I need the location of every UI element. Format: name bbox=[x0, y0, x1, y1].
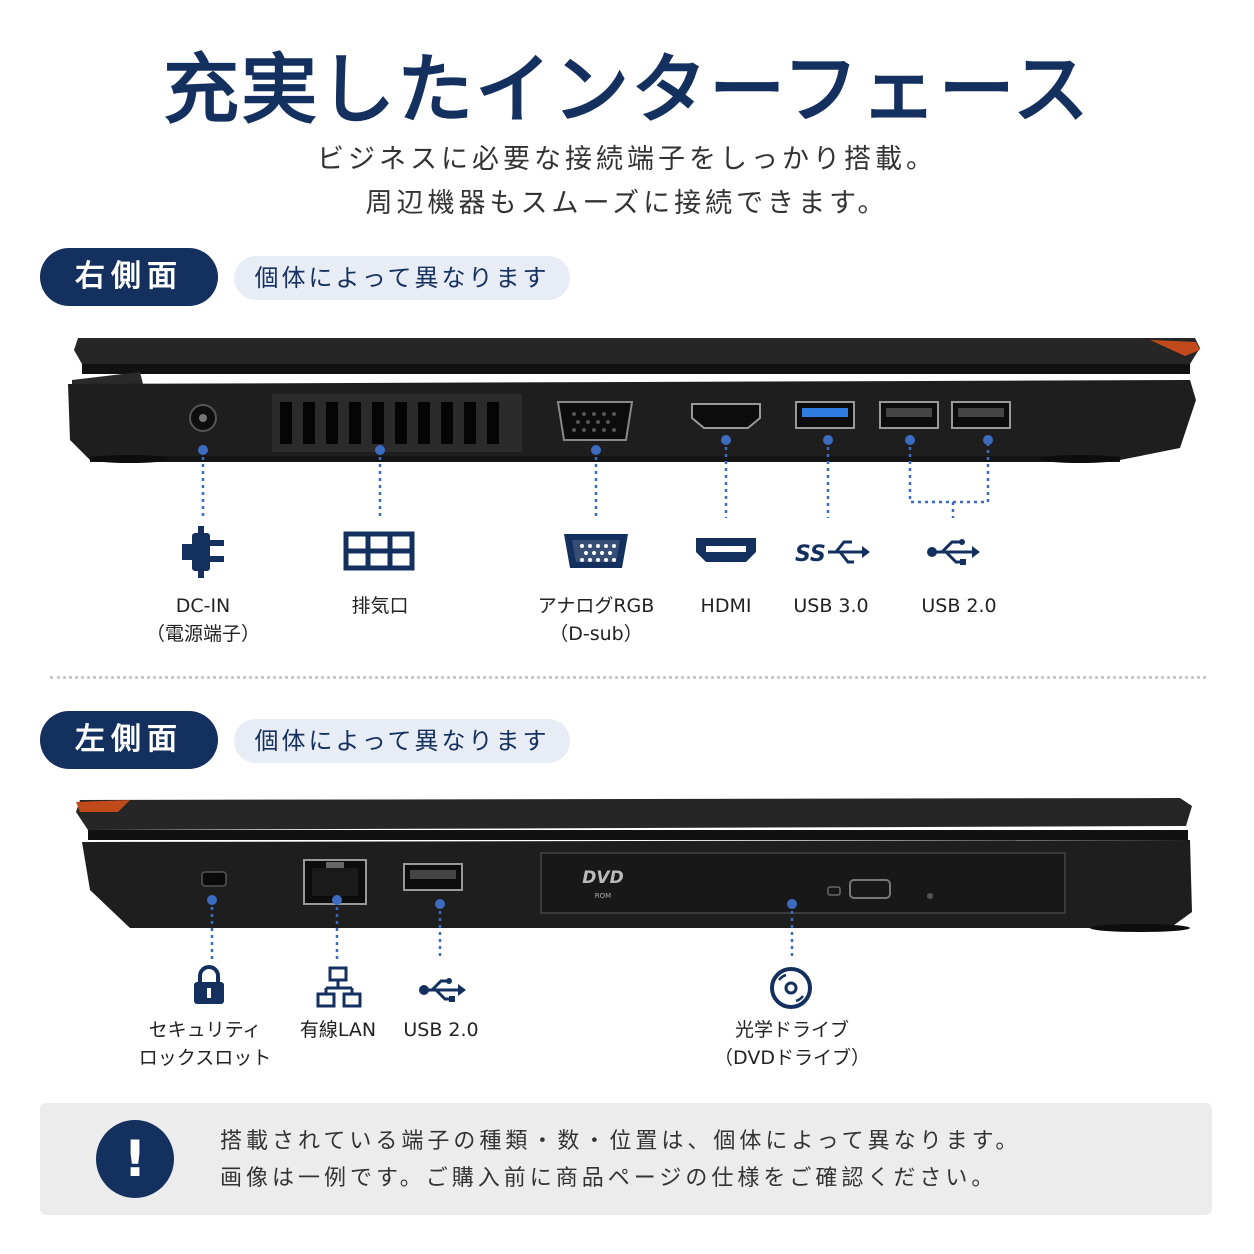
vent-icon bbox=[343, 531, 415, 571]
port-label-hdmi: HDMI bbox=[700, 595, 752, 617]
notice-box: ! 搭載されている端子の種類・数・位置は、個体によって異なります。 画像は一例で… bbox=[40, 1103, 1212, 1215]
right-side-guide-lines bbox=[201, 440, 990, 518]
page-subtitle: ビジネスに必要な接続端子をしっかり搭載。 周辺機器もスムーズに接続できます。 bbox=[0, 138, 1254, 226]
lan-network-icon bbox=[316, 966, 362, 1008]
port-label-optical-drive: 光学ドライブ （DVDドライブ） bbox=[714, 1019, 870, 1069]
port-label-lan: 有線LAN bbox=[299, 1019, 377, 1041]
notice-line-1: 搭載されている端子の種類・数・位置は、個体によって異なります。 bbox=[220, 1129, 1022, 1154]
usb-icon-left bbox=[419, 978, 466, 1002]
section-divider bbox=[50, 676, 1206, 679]
exclamation-icon: ! bbox=[96, 1120, 174, 1198]
left-side-guide-lines bbox=[210, 900, 794, 960]
usb-icon-right bbox=[927, 539, 980, 565]
right-side-badge: 右側面 bbox=[40, 248, 218, 306]
port-label-usb2-left: USB 2.0 bbox=[403, 1019, 479, 1041]
port-label-dc-in: DC-IN （電源端子） bbox=[145, 595, 260, 645]
notice-text: 搭載されている端子の種類・数・位置は、個体によって異なります。 画像は一例です。… bbox=[220, 1123, 1021, 1197]
right-side-laptop-image bbox=[68, 338, 1200, 463]
subtitle-line-1: ビジネスに必要な接続端子をしっかり搭載。 bbox=[317, 144, 937, 175]
dvd-logo-sub: ROM bbox=[595, 892, 611, 900]
dvd-logo: DVD bbox=[582, 868, 623, 888]
port-label-usb3: USB 3.0 bbox=[793, 595, 869, 617]
port-label-vent: 排気口 bbox=[351, 595, 409, 617]
left-side-note: 個体によって異なります bbox=[234, 719, 570, 763]
page-title: 充実したインターフェース bbox=[163, 45, 1091, 134]
left-side-laptop-image bbox=[76, 798, 1192, 932]
subtitle-line-2: 周辺機器もスムーズに接続できます。 bbox=[365, 188, 889, 219]
port-label-vga: アナログRGB （D-sub） bbox=[537, 595, 655, 645]
svg-text:SS: SS bbox=[795, 542, 826, 567]
right-side-note: 個体によって異なります bbox=[234, 256, 570, 300]
port-label-security-lock: セキュリティ ロックスロット bbox=[138, 1019, 272, 1069]
left-side-badge: 左側面 bbox=[40, 711, 218, 769]
hdmi-port-icon bbox=[696, 538, 756, 562]
lock-icon bbox=[194, 965, 224, 1004]
vga-port-icon bbox=[564, 534, 628, 568]
port-label-usb2-right: USB 2.0 bbox=[921, 595, 997, 617]
usb3-ss-icon: SS bbox=[795, 540, 870, 567]
dc-in-plug-icon bbox=[182, 526, 224, 578]
optical-disc-icon bbox=[770, 967, 812, 1009]
notice-line-2: 画像は一例です。ご購入前に商品ページの仕様をご確認ください。 bbox=[220, 1166, 998, 1191]
